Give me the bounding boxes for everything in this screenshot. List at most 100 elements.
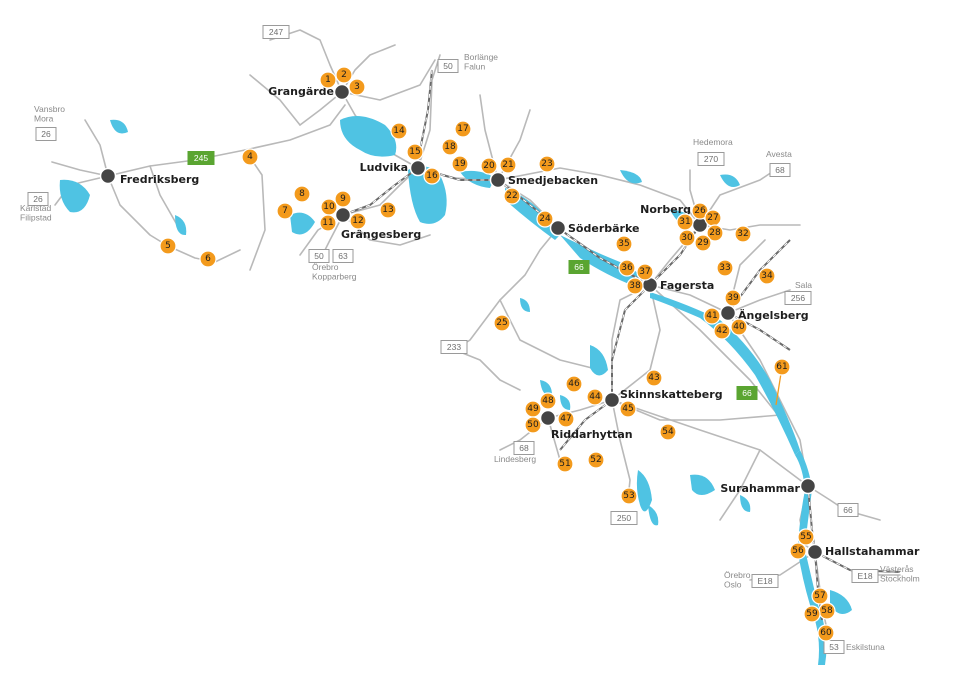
marker-circle[interactable] — [406, 143, 424, 161]
marker-61[interactable]: 61 — [773, 358, 791, 376]
marker-37[interactable]: 37 — [636, 263, 654, 281]
marker-12[interactable]: 12 — [349, 212, 367, 230]
marker-3[interactable]: 3 — [348, 78, 366, 96]
marker-23[interactable]: 23 — [538, 155, 556, 173]
marker-14[interactable]: 14 — [390, 122, 408, 140]
marker-circle[interactable] — [480, 157, 498, 175]
marker-40[interactable]: 40 — [730, 318, 748, 336]
marker-47[interactable]: 47 — [557, 410, 575, 428]
marker-33[interactable]: 33 — [716, 259, 734, 277]
marker-circle[interactable] — [159, 237, 177, 255]
marker-39[interactable]: 39 — [724, 289, 742, 307]
marker-20[interactable]: 20 — [480, 157, 498, 175]
marker-circle[interactable] — [524, 416, 542, 434]
marker-circle[interactable] — [730, 318, 748, 336]
marker-6[interactable]: 6 — [199, 250, 217, 268]
city-smedjebacken[interactable]: Smedjebacken — [489, 171, 599, 189]
marker-circle[interactable] — [557, 410, 575, 428]
marker-41[interactable]: 41 — [703, 307, 721, 325]
city-fagersta[interactable]: Fagersta — [641, 276, 715, 294]
marker-circle[interactable] — [620, 487, 638, 505]
marker-circle[interactable] — [199, 250, 217, 268]
marker-circle[interactable] — [626, 277, 644, 295]
marker-36[interactable]: 36 — [618, 259, 636, 277]
marker-circle[interactable] — [636, 263, 654, 281]
marker-58[interactable]: 58 — [818, 602, 836, 620]
marker-5[interactable]: 5 — [159, 237, 177, 255]
marker-57[interactable]: 57 — [811, 587, 829, 605]
marker-circle[interactable] — [334, 190, 352, 208]
marker-circle[interactable] — [536, 210, 554, 228]
marker-30[interactable]: 30 — [678, 229, 696, 247]
marker-29[interactable]: 29 — [694, 234, 712, 252]
city-riddarhyttan[interactable]: Riddarhyttan — [539, 409, 633, 442]
marker-17[interactable]: 17 — [454, 120, 472, 138]
marker-circle[interactable] — [789, 542, 807, 560]
marker-circle[interactable] — [441, 138, 459, 156]
marker-31[interactable]: 31 — [676, 213, 694, 231]
city-ängelsberg[interactable]: Ängelsberg — [719, 304, 809, 323]
marker-45[interactable]: 45 — [619, 400, 637, 418]
marker-49[interactable]: 49 — [524, 400, 542, 418]
city-dot[interactable] — [549, 219, 567, 237]
marker-28[interactable]: 28 — [706, 224, 724, 242]
marker-59[interactable]: 59 — [803, 605, 821, 623]
marker-48[interactable]: 48 — [539, 392, 557, 410]
marker-circle[interactable] — [276, 202, 294, 220]
marker-53[interactable]: 53 — [620, 487, 638, 505]
city-dot[interactable] — [719, 304, 737, 322]
city-dot[interactable] — [603, 391, 621, 409]
marker-circle[interactable] — [706, 224, 724, 242]
city-ludvika[interactable]: Ludvika — [360, 159, 427, 177]
marker-11[interactable]: 11 — [319, 214, 337, 232]
marker-circle[interactable] — [618, 259, 636, 277]
city-söderbärke[interactable]: Söderbärke — [549, 219, 640, 237]
marker-circle[interactable] — [615, 235, 633, 253]
marker-4[interactable]: 4 — [241, 148, 259, 166]
marker-8[interactable]: 8 — [293, 185, 311, 203]
marker-circle[interactable] — [503, 187, 521, 205]
marker-circle[interactable] — [539, 392, 557, 410]
marker-42[interactable]: 42 — [713, 322, 731, 340]
city-dot[interactable] — [99, 167, 117, 185]
marker-25[interactable]: 25 — [493, 314, 511, 332]
marker-circle[interactable] — [803, 605, 821, 623]
city-dot[interactable] — [334, 206, 352, 224]
marker-circle[interactable] — [349, 212, 367, 230]
marker-circle[interactable] — [454, 120, 472, 138]
marker-circle[interactable] — [241, 148, 259, 166]
city-surahammar[interactable]: Surahammar — [720, 477, 817, 496]
marker-circle[interactable] — [586, 388, 604, 406]
city-dot[interactable] — [489, 171, 507, 189]
marker-circle[interactable] — [811, 587, 829, 605]
city-grangärde[interactable]: Grangärde — [268, 83, 351, 101]
marker-circle[interactable] — [713, 322, 731, 340]
marker-46[interactable]: 46 — [565, 375, 583, 393]
marker-35[interactable]: 35 — [615, 235, 633, 253]
marker-51[interactable]: 51 — [556, 455, 574, 473]
marker-circle[interactable] — [797, 528, 815, 546]
marker-60[interactable]: 60 — [817, 624, 835, 642]
marker-circle[interactable] — [319, 71, 337, 89]
marker-circle[interactable] — [724, 289, 742, 307]
marker-circle[interactable] — [556, 455, 574, 473]
marker-26[interactable]: 26 — [691, 202, 709, 220]
marker-52[interactable]: 52 — [587, 451, 605, 469]
marker-circle[interactable] — [645, 369, 663, 387]
marker-circle[interactable] — [493, 314, 511, 332]
city-dot[interactable] — [409, 159, 427, 177]
city-dot[interactable] — [806, 543, 824, 561]
city-hallstahammar[interactable]: Hallstahammar — [806, 543, 920, 561]
marker-circle[interactable] — [390, 122, 408, 140]
marker-circle[interactable] — [565, 375, 583, 393]
city-skinnskatteberg[interactable]: Skinnskatteberg — [603, 388, 723, 409]
marker-13[interactable]: 13 — [379, 201, 397, 219]
city-grängesberg[interactable]: Grängesberg — [334, 206, 422, 242]
marker-circle[interactable] — [335, 66, 353, 84]
marker-54[interactable]: 54 — [659, 423, 677, 441]
marker-circle[interactable] — [659, 423, 677, 441]
city-dot[interactable] — [539, 409, 557, 427]
marker-55[interactable]: 55 — [797, 528, 815, 546]
marker-1[interactable]: 1 — [319, 71, 337, 89]
